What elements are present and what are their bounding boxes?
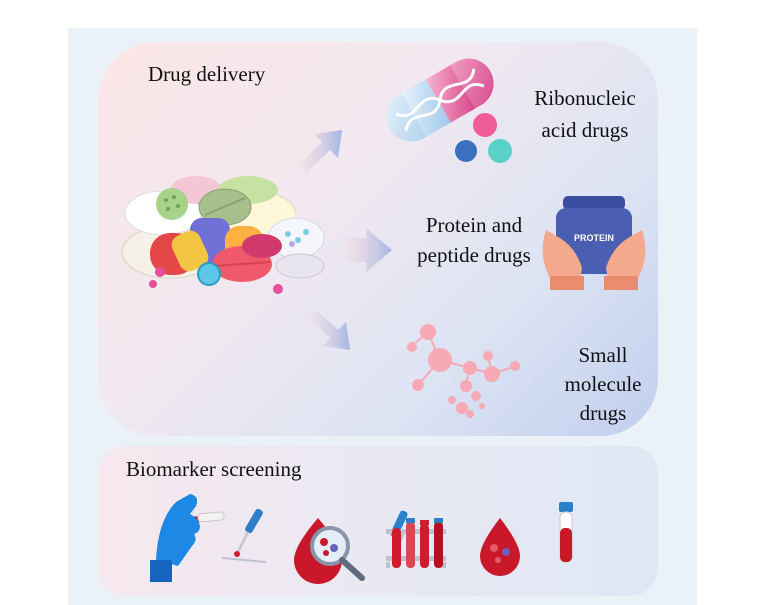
arrow-to-small-molecule-icon xyxy=(308,310,350,350)
arrow-to-protein-icon xyxy=(345,228,392,272)
molecule-icon xyxy=(407,324,520,418)
test-tube-rack-icon xyxy=(386,510,446,568)
rna-label-line2: acid drugs xyxy=(541,118,629,142)
rna-label-line1: Ribonucleic xyxy=(534,86,636,110)
protein-jar-label: PROTEIN xyxy=(574,233,614,243)
dna-capsule-icon xyxy=(386,58,512,163)
small-label-line3: drugs xyxy=(579,401,627,425)
small-label-line1: Small xyxy=(578,343,628,367)
protein-drugs-label: Protein and peptide drugs xyxy=(404,212,544,268)
protein-label-line1: Protein and xyxy=(425,213,523,237)
small-label-line2: molecule xyxy=(564,372,642,396)
rna-drugs-label: Ribonucleic acid drugs xyxy=(520,85,650,143)
arrow-to-rna-icon xyxy=(298,130,342,173)
blood-collection-tube-icon xyxy=(559,502,573,563)
small-molecule-label: Small molecule drugs xyxy=(548,342,658,426)
protein-label-line2: peptide drugs xyxy=(417,243,531,267)
blood-drop-cells-icon xyxy=(480,518,520,576)
biomarker-screening-title: Biomarker screening xyxy=(126,457,302,481)
gloved-hand-test-tube-icon xyxy=(150,494,225,582)
drug-delivery-title: Drug delivery xyxy=(148,62,266,86)
blood-drop-magnifier-icon xyxy=(294,518,365,584)
dropper-slide-icon xyxy=(221,508,267,563)
pill-pile-icon xyxy=(121,176,325,294)
protein-jar-icon: PROTEIN xyxy=(542,196,646,290)
